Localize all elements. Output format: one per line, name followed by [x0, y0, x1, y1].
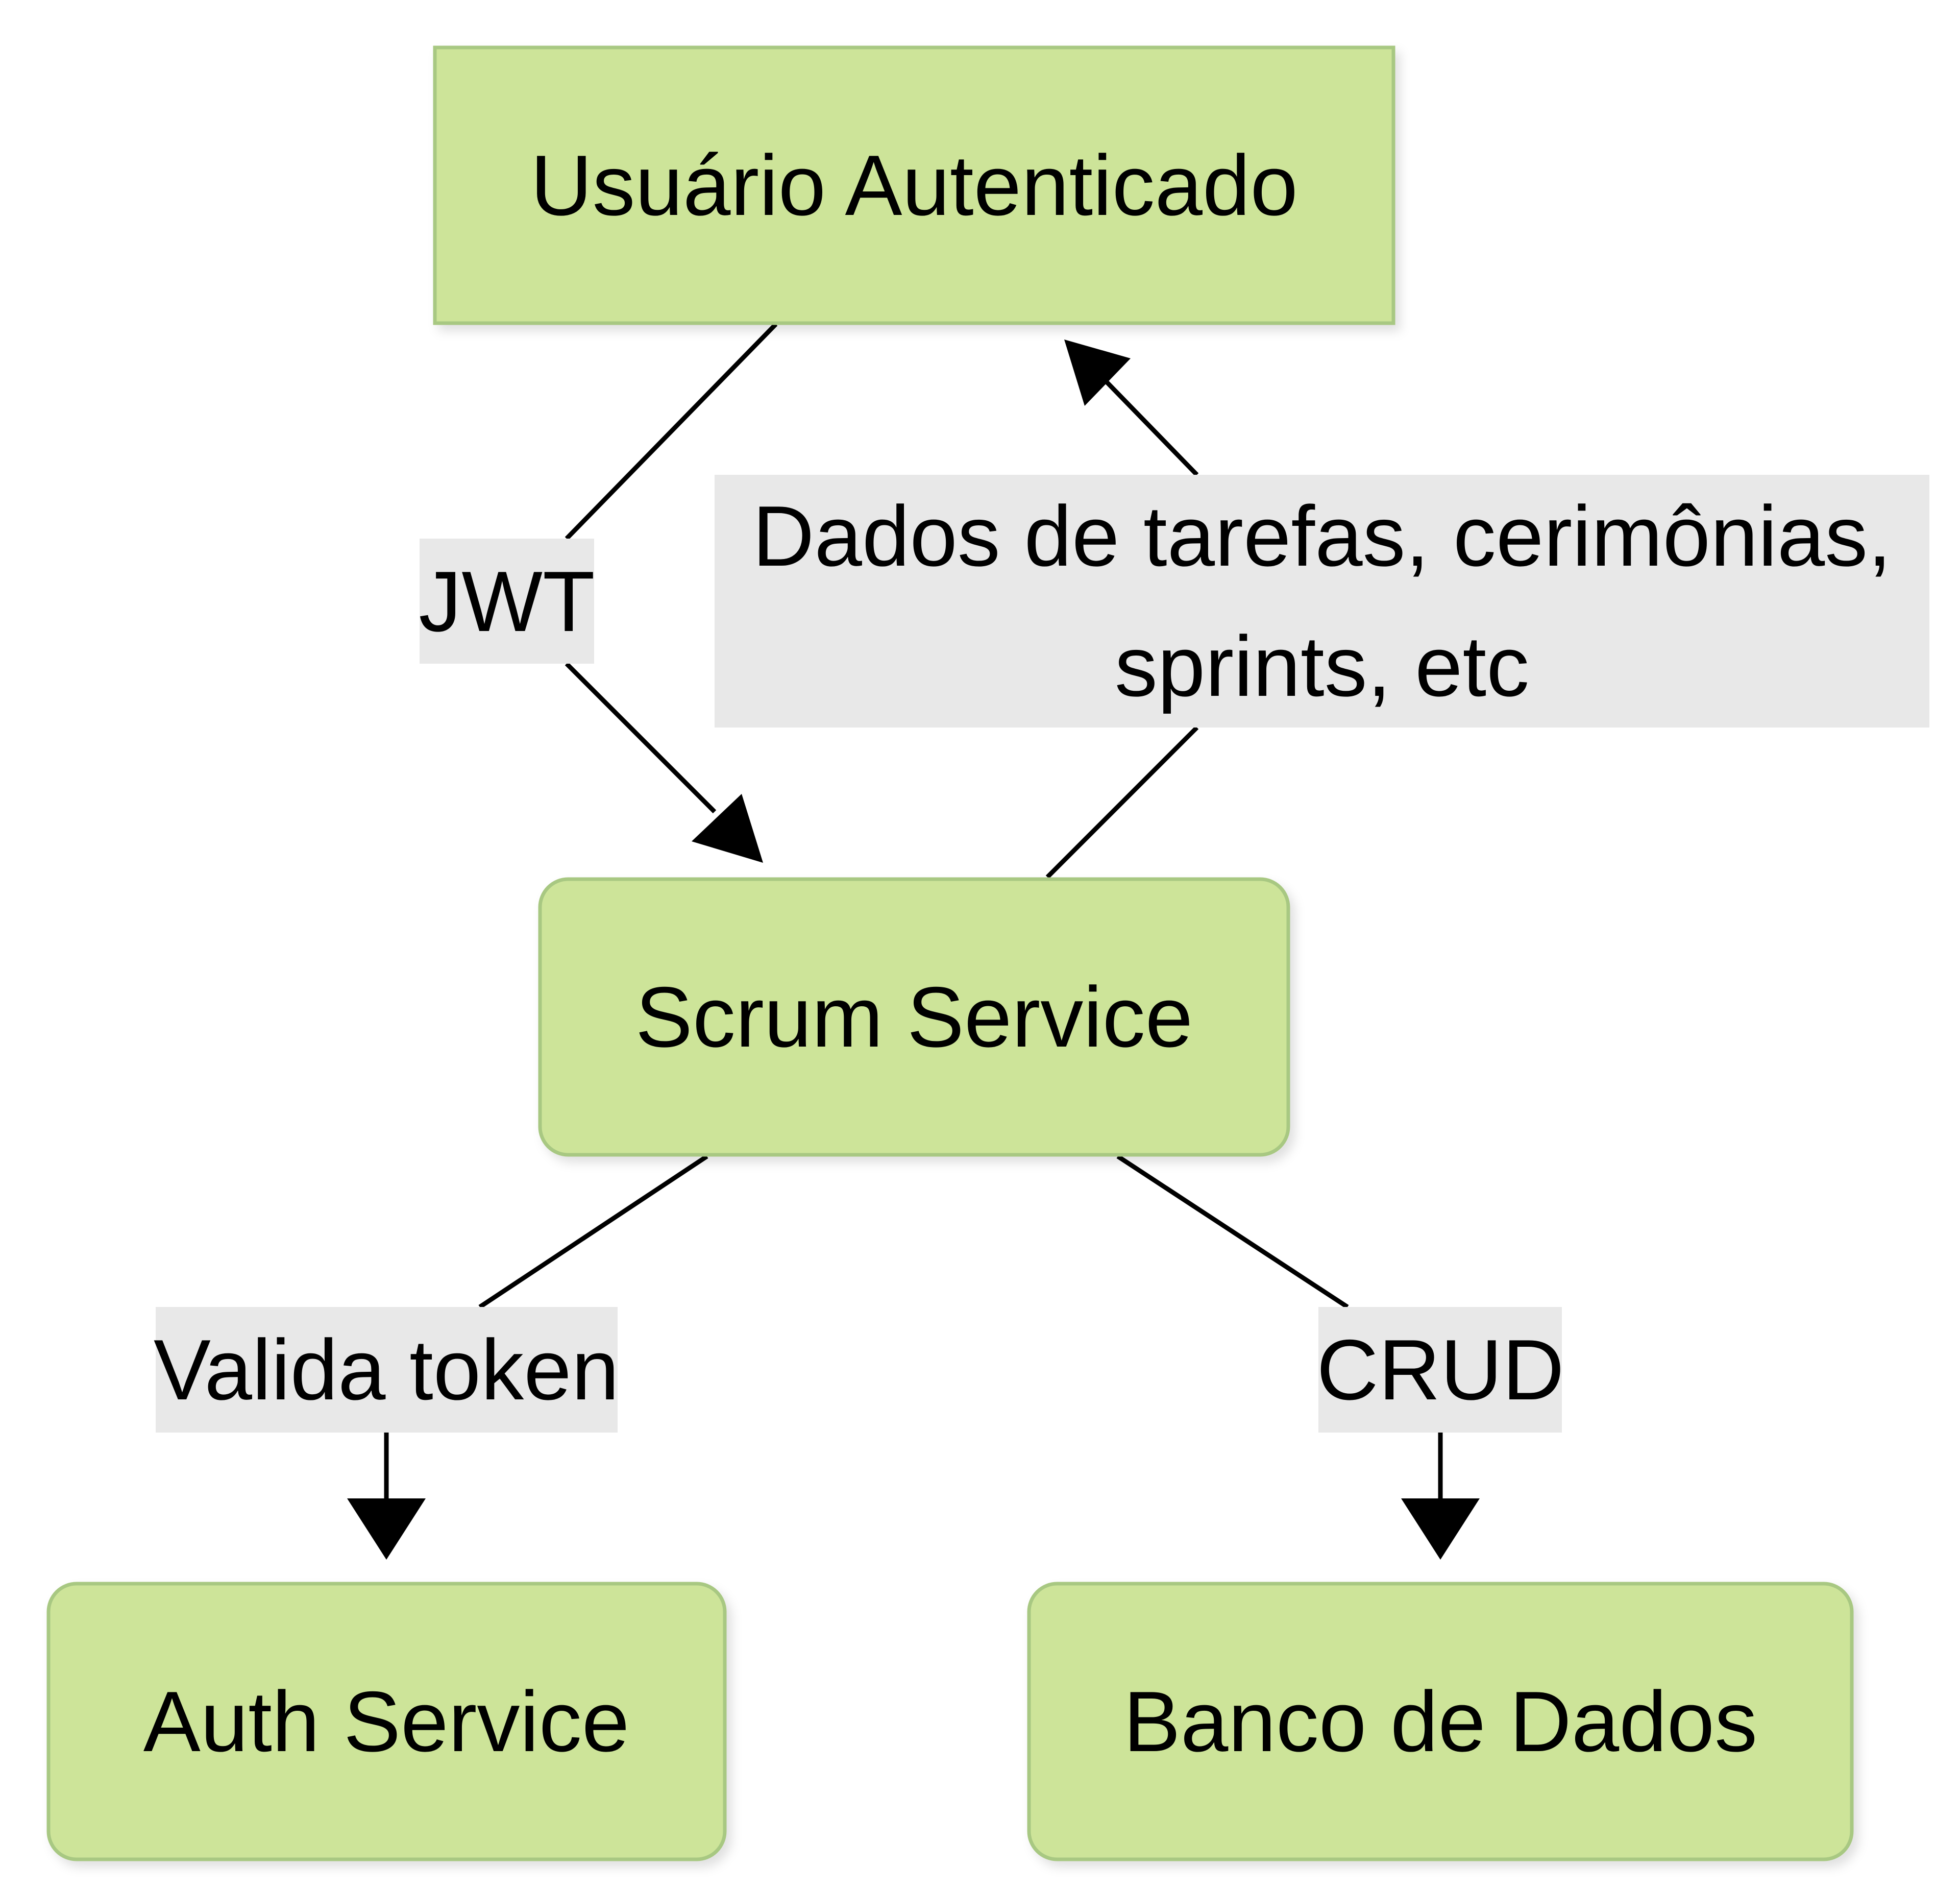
- node-usuario-autenticado: Usuário Autenticado: [433, 45, 1395, 325]
- arrowhead-to-scrum-service: [692, 794, 763, 863]
- edge-jwt: [565, 322, 778, 863]
- edge-dados-line-upper: [1103, 378, 1199, 477]
- node-banco-de-dados: Banco de Dados: [1027, 1582, 1854, 1861]
- edge-crud-line-upper: [1116, 1154, 1349, 1309]
- edge-label-jwt-background: [420, 539, 594, 664]
- edge-jwt-line-lower: [565, 662, 717, 814]
- node-banco-de-dados-label: Banco de Dados: [1123, 1674, 1757, 1769]
- edge-crud: [1116, 1154, 1480, 1560]
- edge-label-valida-token-text: Valida token: [154, 1322, 619, 1418]
- node-usuario-autenticado-label: Usuário Autenticado: [530, 137, 1298, 233]
- edge-label-dados-text-line1: Dados de tarefas, cerimônias,: [752, 488, 1892, 584]
- node-scrum-service-label: Scrum Service: [635, 969, 1193, 1065]
- edge-label-crud: CRUD: [1316, 1307, 1564, 1433]
- arrowhead-to-banco-de-dados: [1401, 1498, 1480, 1560]
- edge-label-valida-token: Valida token: [154, 1307, 619, 1433]
- edge-label-valida-token-background: [156, 1307, 618, 1433]
- edge-label-crud-background: [1318, 1307, 1562, 1433]
- edge-valida-token-line-upper: [478, 1154, 708, 1309]
- node-auth-service-label: Auth Service: [143, 1674, 629, 1769]
- node-auth-service-box: [46, 1582, 727, 1861]
- edge-jwt-line-upper: [565, 322, 778, 541]
- arrowhead-to-auth-service: [347, 1498, 426, 1560]
- edge-label-dados: Dados de tarefas, cerimônias, sprints, e…: [715, 475, 1929, 728]
- node-auth-service: Auth Service: [46, 1582, 727, 1861]
- edge-label-dados-background: [715, 475, 1929, 728]
- edge-label-jwt-text: JWT: [419, 553, 595, 649]
- edge-dados-line-lower: [1045, 725, 1199, 879]
- edge-label-jwt: JWT: [419, 539, 595, 664]
- node-usuario-autenticado-box: [433, 45, 1395, 325]
- arrowhead-to-usuario: [1064, 340, 1131, 406]
- edge-valida-token: [347, 1154, 708, 1560]
- edge-label-crud-text: CRUD: [1316, 1322, 1564, 1418]
- node-scrum-service-box: [538, 877, 1290, 1157]
- edge-dados: [1045, 340, 1199, 879]
- node-banco-de-dados-box: [1027, 1582, 1854, 1861]
- node-scrum-service: Scrum Service: [538, 877, 1290, 1157]
- edge-label-dados-text-line2: sprints, etc: [1115, 618, 1529, 714]
